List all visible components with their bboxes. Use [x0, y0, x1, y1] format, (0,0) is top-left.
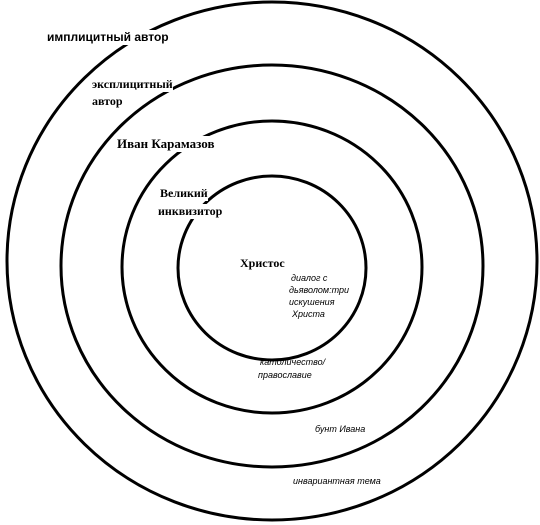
second-circle	[59, 63, 485, 469]
outer-circle	[5, 0, 539, 522]
dialogue-note-line3: искушения	[289, 297, 335, 307]
implicit-author-label: имплицитный автор	[45, 30, 171, 45]
ivan-revolt-note: бунт Ивана	[315, 424, 366, 434]
invariant-theme-note: инвариантная тема	[293, 476, 381, 486]
catholicism-note-line2: православие	[258, 370, 312, 380]
catholicism-note-line1: католичество/	[260, 357, 326, 367]
third-circle	[120, 119, 424, 415]
grand-inquisitor-label-line1: Великий	[160, 186, 208, 201]
christ-label: Христос	[240, 256, 285, 270]
dialogue-note-line2: дьяволом:три	[289, 285, 349, 295]
inner-circle	[176, 174, 368, 362]
explicit-author-label-line1: эксплицитный	[92, 77, 173, 92]
grand-inquisitor-label-line2: инквизитор	[158, 204, 223, 219]
dialogue-note-line4: Христа	[292, 309, 325, 319]
explicit-author-label-line2: автор	[92, 94, 123, 109]
ivan-karamazov-label: Иван Карамазов	[117, 136, 215, 153]
dialogue-note-line1: диалог с	[291, 273, 328, 283]
